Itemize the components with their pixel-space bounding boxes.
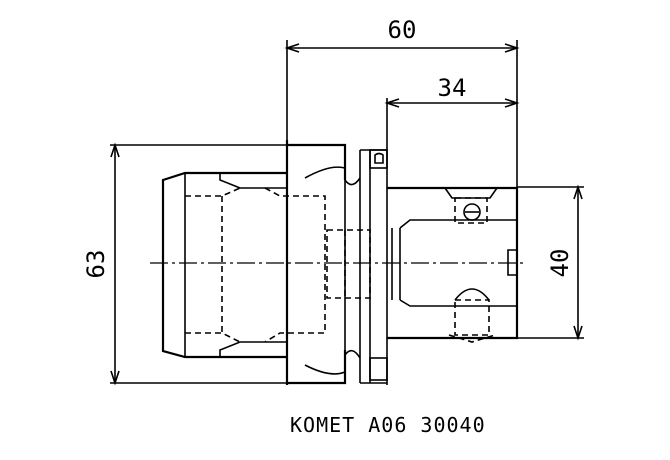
shank [387,186,519,343]
flange [285,140,388,385]
dim-label-overall-length: 60 [388,16,417,44]
dim-label-shank-length: 34 [438,74,467,102]
taper-body [161,171,326,359]
dim-label-flange-diameter: 63 [82,250,110,279]
dimension-overall-length: 60 [284,16,520,188]
dimension-shank-length: 34 [384,74,520,145]
part-caption: KOMET A06 30040 [290,413,486,437]
dim-label-shank-diameter: 40 [546,249,574,278]
dimension-shank-diameter: 40 [517,184,584,341]
dimension-flange-diameter: 63 [82,142,288,386]
